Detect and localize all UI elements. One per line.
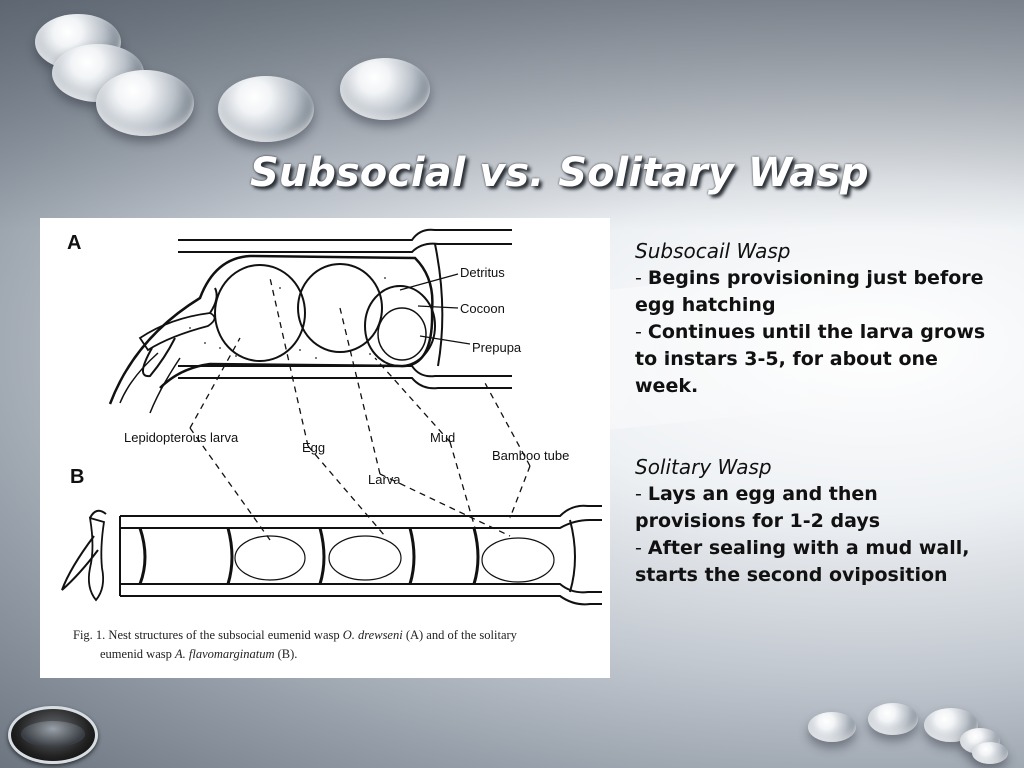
leader-egg-a — [269, 277, 309, 447]
water-drop-icon — [218, 76, 314, 142]
section-subsocial: Subsocail Wasp - Begins provisioning jus… — [635, 238, 995, 400]
label-lepidopterous-larva: Lepidopterous larva — [124, 430, 239, 445]
leader-lepidopterous — [189, 427, 271, 541]
slide-title: Subsocial vs. Solitary Wasp — [250, 150, 869, 196]
tube-a-outline-bottom — [178, 377, 512, 390]
section-heading: Solitary Wasp — [635, 455, 772, 479]
bullet-item: - Begins provisioning just before egg ha… — [635, 267, 984, 316]
tube-a-inner-top — [178, 242, 512, 253]
bamboo-node-b — [569, 519, 576, 593]
figure-caption: Fig. 1. Nest structures of the subsocial… — [73, 626, 603, 664]
label-bamboo-tube: Bamboo tube — [492, 448, 570, 463]
wasp-a-antenna — [209, 287, 218, 314]
wasp-a-wing — [142, 337, 176, 378]
label-egg: Egg — [302, 440, 326, 455]
section-spacer — [635, 400, 995, 454]
provision-mass-2 — [328, 535, 402, 581]
label-cocoon: Cocoon — [460, 301, 505, 316]
tube-b-top-inner — [120, 519, 602, 529]
water-drop-icon — [808, 712, 856, 742]
label-detritus: Detritus — [460, 265, 505, 280]
label-prepupa: Prepupa — [472, 340, 522, 355]
leader-bamboo — [509, 465, 531, 519]
water-drop-icon — [972, 742, 1008, 764]
leader-bamboo-a — [484, 382, 531, 467]
prepupa — [377, 307, 427, 361]
leader-egg — [307, 445, 386, 537]
leader-detritus — [399, 273, 459, 291]
nest-structure-figure: A B Detritus Cocoon Prepupa Lepidopterou… — [40, 218, 610, 678]
mud-wall-1 — [138, 527, 147, 585]
panel-a-letter: A — [67, 232, 82, 254]
wasp-a-body — [138, 312, 216, 352]
wasp-a-leg2 — [149, 357, 181, 414]
provision-mass-3 — [481, 537, 555, 583]
tube-b-bottom-inner — [120, 583, 602, 594]
caption-line-1: Fig. 1. Nest structures of the subsocial… — [73, 628, 517, 642]
mud-wall-2 — [226, 527, 234, 585]
tube-a-inner-bottom — [178, 365, 512, 378]
tube-a-outline — [178, 228, 512, 241]
provision-mass-1 — [234, 535, 306, 581]
section-solitary: Solitary Wasp - Lays an egg and then pro… — [635, 454, 995, 589]
mud-wall-4 — [408, 527, 416, 585]
mud-wall-5 — [472, 527, 480, 585]
wasp-a-leg — [119, 352, 159, 404]
leader-larva — [379, 473, 511, 537]
leader-cocoon — [417, 305, 459, 309]
wasp-b-wing — [61, 535, 99, 591]
water-drop-icon — [340, 58, 430, 120]
comparison-text: Subsocail Wasp - Begins provisioning jus… — [635, 238, 995, 589]
leader-prepupa — [419, 335, 471, 345]
bullet-item: - Continues until the larva grows to ins… — [635, 321, 986, 397]
cell-2 — [297, 263, 383, 353]
wasp-b-head — [89, 509, 107, 519]
water-drop-icon — [868, 703, 918, 735]
tube-b-bottom — [120, 595, 602, 606]
cell-1 — [214, 264, 306, 362]
bullet-item: - Lays an egg and then provisions for 1-… — [635, 483, 881, 532]
mud-wall-3 — [318, 527, 326, 585]
nav-button-highlight — [21, 721, 85, 747]
bamboo-node-a — [434, 243, 444, 367]
tube-b-top — [120, 504, 602, 517]
nest-diagram — [61, 228, 602, 606]
slideshow-nav-button-icon[interactable] — [8, 706, 98, 764]
label-larva: Larva — [368, 472, 401, 487]
label-mud: Mud — [430, 430, 456, 445]
section-heading: Subsocail Wasp — [635, 239, 791, 263]
leader-mud — [449, 441, 476, 529]
water-drop-icon — [96, 70, 194, 136]
leader-mud-a — [374, 357, 451, 443]
cocoon-cell — [364, 285, 436, 367]
caption-line-2: eumenid wasp A. flavomarginatum (B). — [100, 647, 298, 661]
panel-b-letter: B — [70, 466, 85, 488]
bullet-item: - After sealing with a mud wall, starts … — [635, 537, 970, 586]
